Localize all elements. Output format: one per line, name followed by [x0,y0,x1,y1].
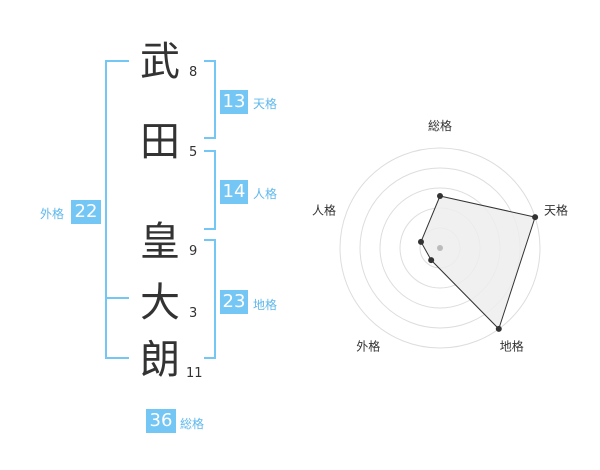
radar-data-area [420,195,536,330]
radar-point-2 [532,214,539,221]
name-char-4: 大 [140,280,180,326]
name-char-1: 武 [140,39,180,85]
name-char-5: 朗 [140,337,180,383]
radar-grid-ring-5 [339,147,541,349]
chikaku-bracket [204,239,216,359]
gaikaku-value: 22 [71,200,101,224]
stroke-count-1: 8 [189,65,198,80]
tenkaku-bracket [204,60,216,139]
stroke-count-2: 5 [189,145,198,160]
radar-axis-label-2: 天格 [544,202,568,217]
tenkaku-label: 天格 [253,97,278,111]
chikaku-value: 23 [220,290,248,314]
jinkaku-bracket [204,150,216,230]
soukaku-value: 36 [146,409,176,433]
gaikaku-bracket [105,60,129,359]
chikaku-label: 地格 [253,298,278,312]
jinkaku-value: 14 [220,180,248,204]
jinkaku-label: 人格 [253,187,278,201]
stroke-count-4: 3 [189,306,198,321]
gaikaku-bracket-divider [105,297,129,299]
name-char-2: 田 [140,119,180,165]
stroke-count-5: 11 [186,366,203,381]
name-char-3: 皇 [140,219,180,265]
radar-axis-label-5: 人格 [312,202,336,217]
radar-point-5 [417,238,424,245]
radar-point-3 [495,325,502,332]
stroke-count-3: 9 [189,244,198,259]
radar-axis-label-3: 地格 [500,339,524,354]
tenkaku-value: 13 [220,90,248,114]
gaikaku-label: 外格 [40,207,65,221]
radar-center-dot [437,245,443,251]
radar-point-4 [428,257,435,264]
radar-axis-label-4: 外格 [356,339,380,354]
radar-point-1 [437,193,443,199]
soukaku-label: 総格 [180,417,205,431]
radar-axis-label-1: 総格 [428,118,452,133]
